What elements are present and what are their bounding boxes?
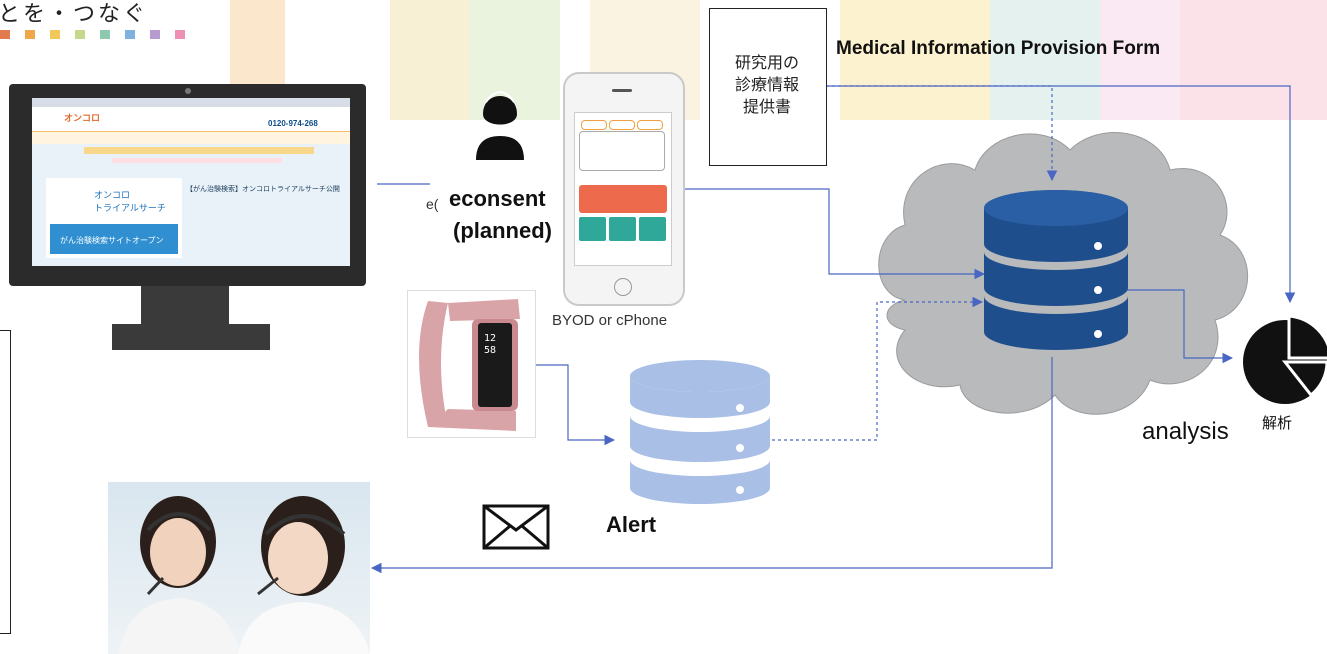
monitor-camera (185, 88, 191, 94)
hero-side-text: 【がん治験検索】オンコロトライアルサーチ公開 (186, 185, 340, 193)
header-stripe (1100, 0, 1180, 120)
paper-form-text: 研究用の 診療情報 提供書 (734, 53, 799, 116)
call-center-operators-photo (108, 482, 370, 654)
mail-icon (482, 504, 550, 550)
header-stripe (470, 0, 560, 120)
database-icon (984, 190, 1128, 350)
monitor-neck (141, 286, 229, 324)
phone-home-button (614, 278, 632, 296)
database-icon-small (630, 360, 770, 504)
slogan-text: とを・つなぐ (0, 2, 149, 27)
pie-chart-icon (1243, 314, 1327, 404)
hero-title: オンコロ トライアルサーチ (94, 191, 166, 214)
header-stripe (840, 0, 990, 120)
phone-speaker (612, 89, 632, 92)
site-logo: オンコロ (64, 114, 101, 124)
color-dots (0, 30, 185, 39)
monitor-stand (112, 324, 270, 350)
planned-label: (planned) (453, 218, 552, 243)
fitbit-photo: 12 58 (407, 290, 536, 438)
byod-label: BYOD or cPhone (552, 312, 668, 329)
website-screenshot: オンコロ 0120-974-268 オンコロ トライアルサーチ がん治験検索サイ… (32, 98, 350, 266)
phone-app-screen (574, 112, 672, 266)
fitbit-minute: 58 (484, 345, 496, 356)
analysis-ja-label: 解析 (1262, 414, 1293, 432)
site-phone: 0120-974-268 (268, 119, 318, 128)
fitbit-hour: 12 (484, 333, 496, 344)
person-icon (476, 91, 524, 160)
hero-band-text: がん治験検索サイトオープン (60, 236, 164, 245)
alert-label: Alert (606, 512, 657, 537)
header-stripe (390, 0, 470, 120)
econsent-label: econsent (449, 186, 546, 211)
paper-form (709, 8, 827, 166)
form-title: Medical Information Provision Form (836, 38, 1161, 59)
left-frame (0, 330, 11, 634)
header-stripe (1180, 0, 1327, 120)
header-stripe (990, 0, 1100, 120)
econsent-partial-label: e( (426, 196, 439, 212)
analysis-label: analysis (1142, 418, 1229, 445)
